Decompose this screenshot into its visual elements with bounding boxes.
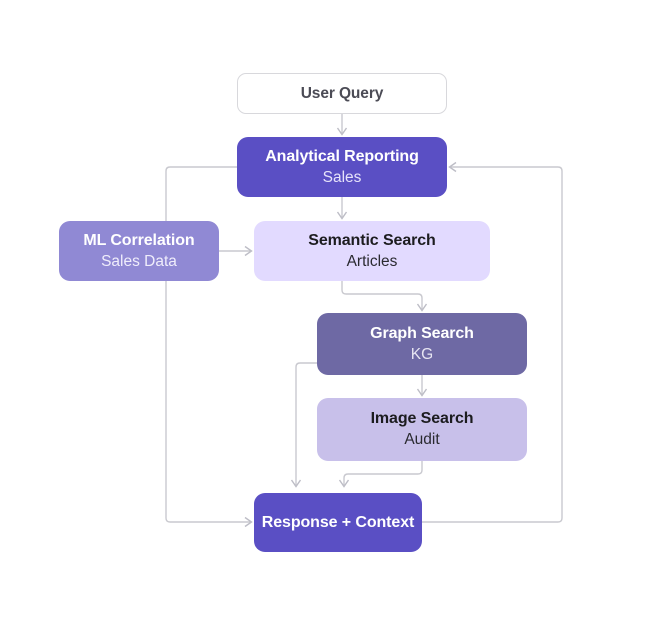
node-ml-correlation[interactable]: ML Correlation Sales Data — [59, 221, 219, 281]
node-graph-search-title: Graph Search — [370, 324, 474, 342]
node-analytical-reporting-subtitle: Sales — [322, 168, 362, 186]
node-user-query[interactable]: User Query — [237, 73, 447, 114]
edge-image-to-response — [338, 461, 423, 488]
node-user-query-title: User Query — [300, 84, 384, 102]
node-analytical-reporting-title: Analytical Reporting — [265, 147, 419, 165]
edge-semantic-to-graph — [341, 281, 428, 312]
node-semantic-search-subtitle: Articles — [346, 252, 398, 270]
edge-graph-to-response — [290, 362, 317, 488]
node-ml-correlation-title: ML Correlation — [83, 231, 195, 249]
node-graph-search[interactable]: Graph Search KG — [317, 313, 527, 375]
node-analytical-reporting[interactable]: Analytical Reporting Sales — [237, 137, 447, 197]
edge-user-query-to-analytical — [336, 114, 348, 136]
node-semantic-search-title: Semantic Search — [308, 231, 436, 249]
edge-ml-to-semantic — [219, 245, 253, 257]
node-image-search-subtitle: Audit — [404, 431, 440, 449]
node-response-context[interactable]: Response + Context — [254, 493, 422, 552]
node-ml-correlation-subtitle: Sales Data — [101, 252, 177, 270]
node-response-context-title: Response + Context — [261, 513, 415, 531]
node-graph-search-subtitle: KG — [410, 345, 434, 363]
node-image-search[interactable]: Image Search Audit — [317, 398, 527, 461]
edge-analytical-to-semantic — [336, 197, 348, 220]
edge-graph-to-image — [416, 375, 428, 397]
node-semantic-search[interactable]: Semantic Search Articles — [254, 221, 490, 281]
node-image-search-title: Image Search — [370, 410, 474, 428]
